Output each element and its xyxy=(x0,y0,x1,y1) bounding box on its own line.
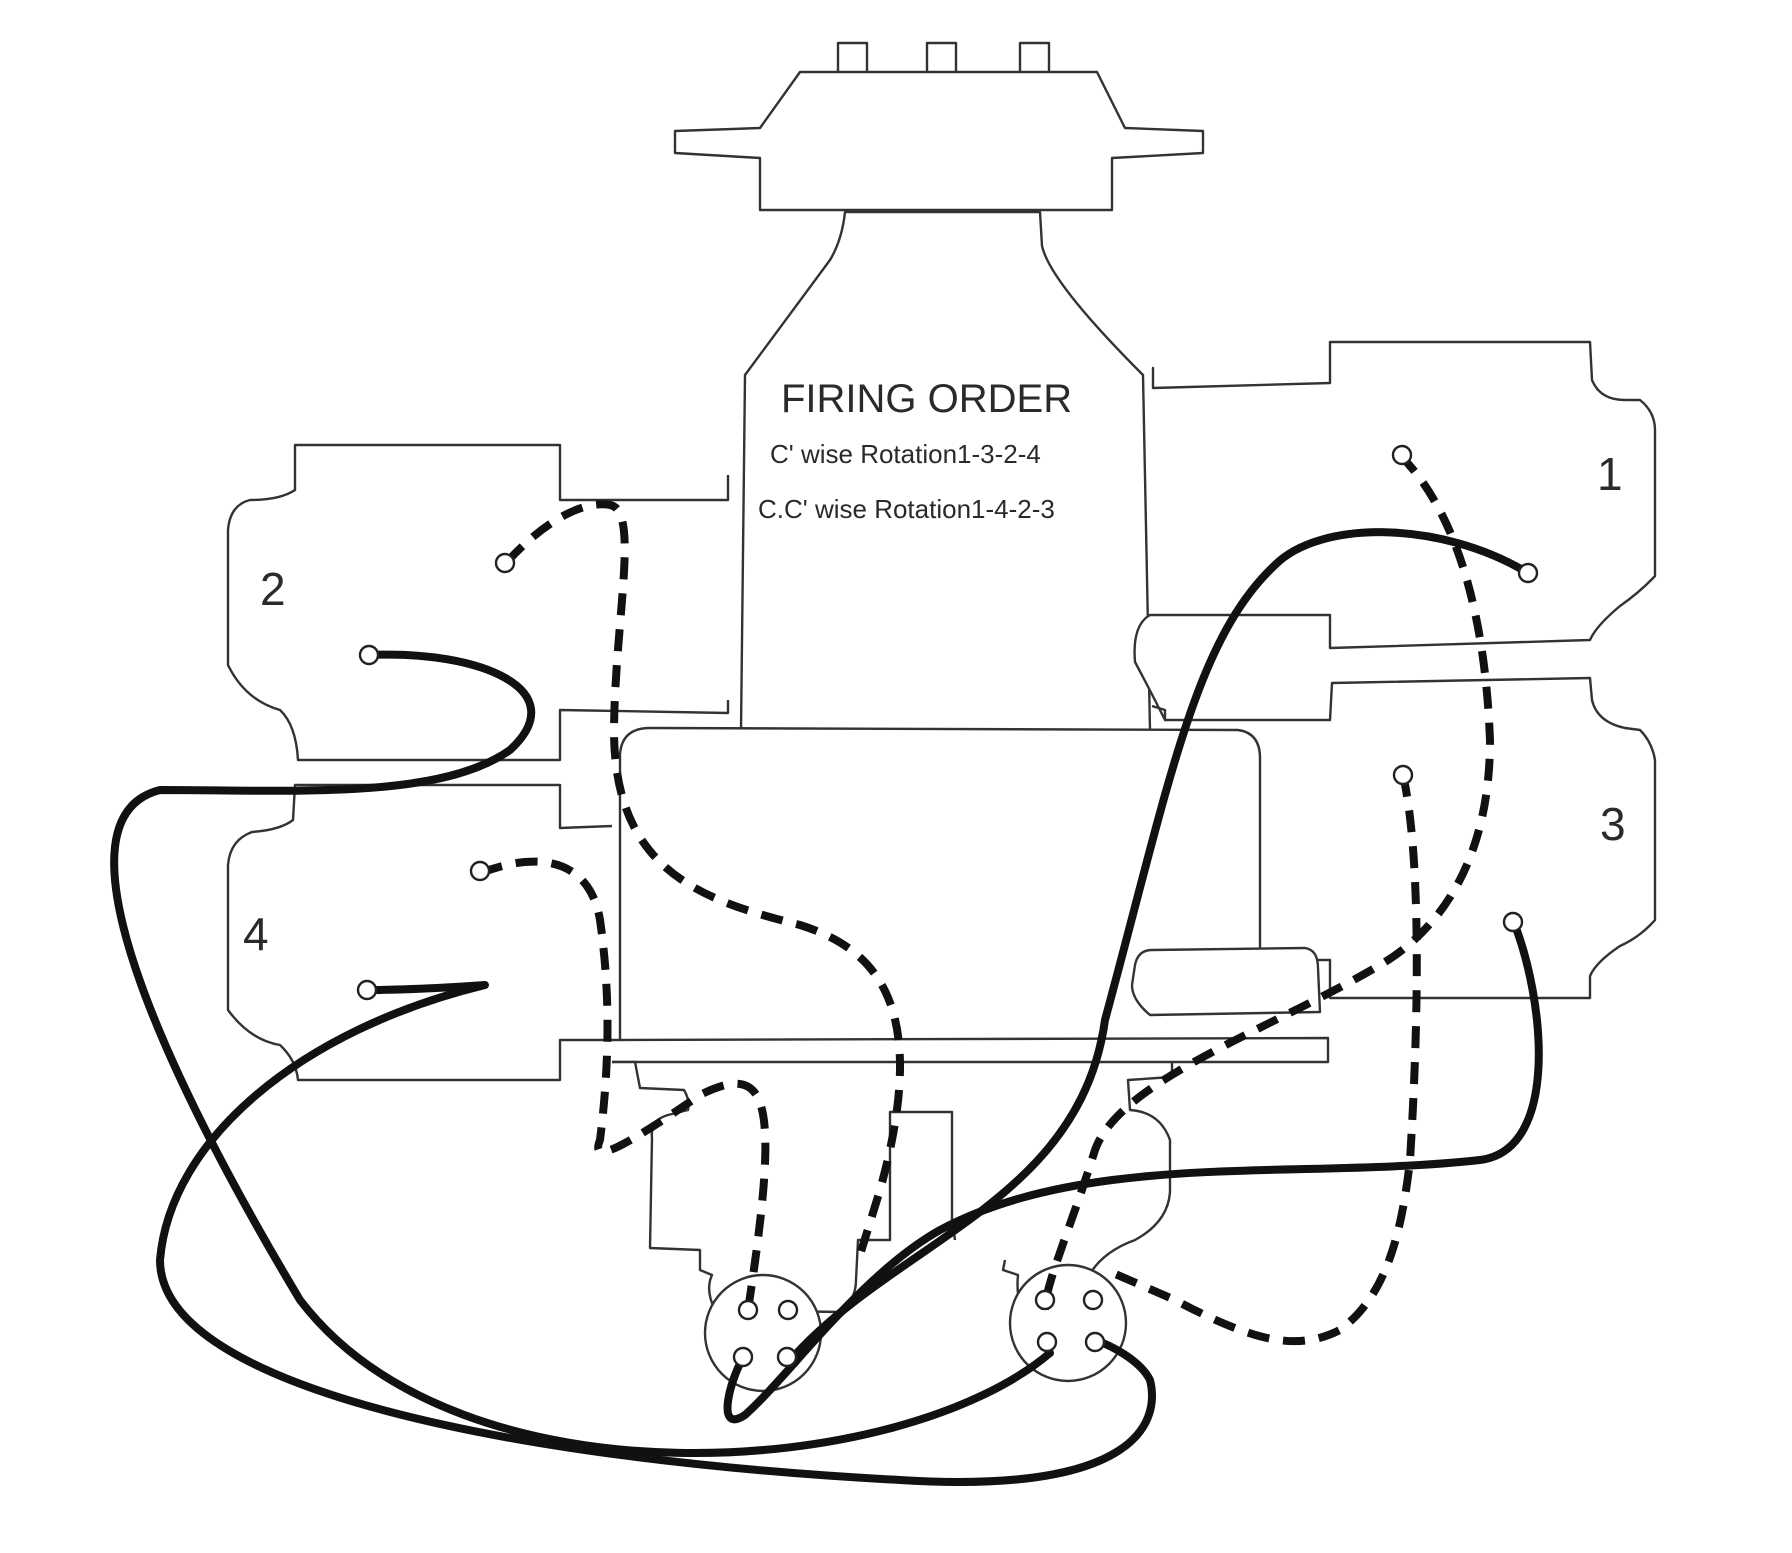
left-cap-post-3 xyxy=(732,1346,754,1368)
cylinder-3-label: 3 xyxy=(1600,798,1626,850)
left-cap-post-4 xyxy=(776,1346,798,1368)
lead-dashed-cyl4-top xyxy=(479,857,770,1311)
engine-outline xyxy=(226,41,1657,1393)
cyl2-top-plug-terminal xyxy=(494,552,516,574)
lead-solid-cyl2-bottom xyxy=(110,650,1054,1458)
propeller-flange xyxy=(673,70,1205,212)
cylinder-3 xyxy=(1164,676,1657,1000)
cylinder-4-label: 4 xyxy=(243,908,269,960)
right-cap-post-1 xyxy=(1034,1289,1056,1311)
ignition-leads xyxy=(110,452,1543,1486)
lead-dashed-cyl3-top xyxy=(1111,774,1421,1346)
left-magneto-body xyxy=(612,1060,957,1314)
right-cap-post-3 xyxy=(1036,1331,1058,1353)
lead-solid-cyl3-bottom xyxy=(723,916,1543,1424)
lead-solid-cyl1-bottom xyxy=(791,528,1532,1359)
left-cap-post-1 xyxy=(737,1299,759,1321)
cylinder-2-label: 2 xyxy=(260,563,286,615)
cyl1-bottom-plug-terminal xyxy=(1517,562,1539,584)
counter-clockwise-rotation-text: C.C' wise Rotation1-4-2-3 xyxy=(758,494,1055,524)
lead-dashed-cyl2-top xyxy=(504,500,904,1257)
accessory-block xyxy=(1130,946,1322,1017)
clockwise-rotation-text: C' wise Rotation1-3-2-4 xyxy=(770,439,1041,469)
terminals xyxy=(356,444,1539,1368)
rear-mount-bar xyxy=(611,1036,1330,1064)
hub-bolt-2 xyxy=(925,41,958,75)
right-cap-post-4 xyxy=(1084,1331,1106,1353)
cyl4-bottom-plug-terminal xyxy=(356,979,378,1001)
cyl3-bottom-plug-terminal xyxy=(1502,911,1524,933)
crankcase-nose xyxy=(739,210,1152,732)
cyl4-top-plug-terminal xyxy=(469,860,491,882)
right-distributor-cap xyxy=(1008,1263,1128,1383)
accessory-case xyxy=(618,726,1262,1040)
left-cap-post-2 xyxy=(777,1299,799,1321)
left-distributor-cap xyxy=(703,1273,823,1393)
cyl3-top-plug-terminal xyxy=(1392,764,1414,786)
firing-order-title: FIRING ORDER xyxy=(781,377,1072,421)
cylinder-4 xyxy=(226,783,613,1082)
cylinder-1-label: 1 xyxy=(1597,448,1623,500)
hub-bolt-1 xyxy=(836,41,869,75)
cyl2-bottom-plug-terminal xyxy=(358,644,380,666)
cylinder-2 xyxy=(226,443,730,762)
hub-bolt-3 xyxy=(1018,41,1051,75)
lead-solid-cyl4-bottom xyxy=(156,981,1156,1486)
right-cap-post-2 xyxy=(1082,1289,1104,1311)
cyl1-top-plug-terminal xyxy=(1391,444,1413,466)
lead-dashed-cyl1-top xyxy=(1041,452,1494,1311)
